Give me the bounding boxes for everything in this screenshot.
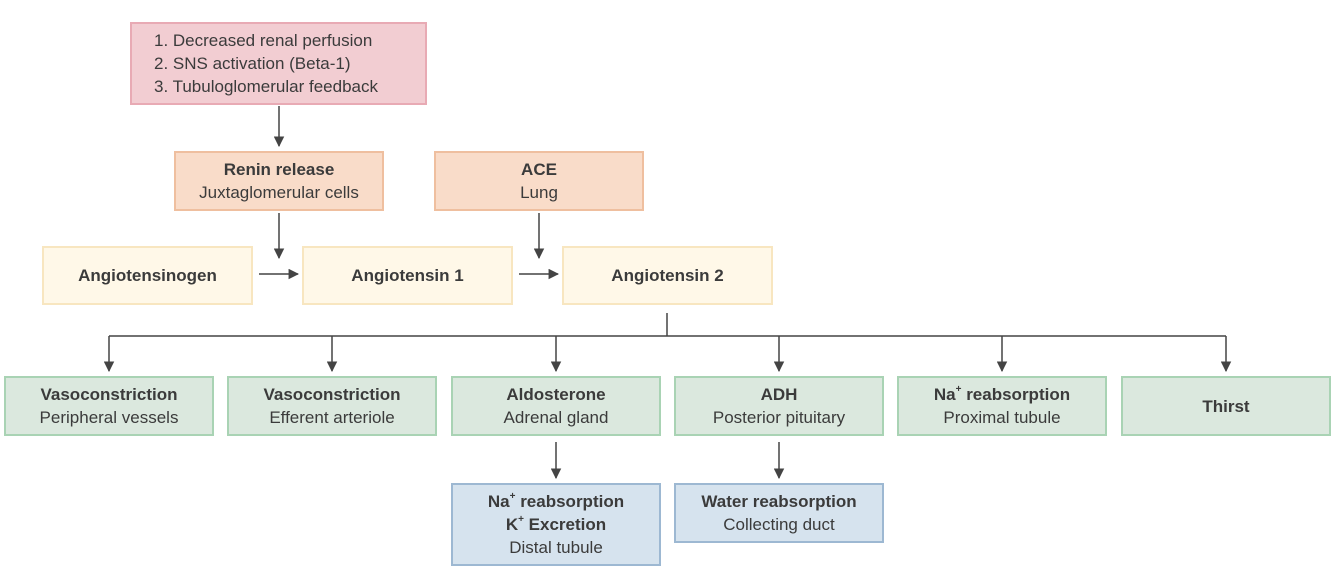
- aldosterone-box: Aldosterone Adrenal gland: [451, 376, 661, 436]
- angiotensin-2-label: Angiotensin 2: [611, 266, 724, 285]
- collecting-duct-box: Water reabsorption Collecting duct: [674, 483, 884, 543]
- vasoconstriction-efferent-title: Vasoconstriction: [263, 385, 401, 404]
- na-distal-line: Na+ reabsorption: [487, 491, 625, 511]
- distal-tubule-box: Na+ reabsorption K+ Excretion Distal tub…: [451, 483, 661, 566]
- renin-subtitle: Juxtaglomerular cells: [199, 183, 359, 202]
- angiotensin-1-label: Angiotensin 1: [351, 266, 464, 285]
- vasoconstriction-peripheral-subtitle: Peripheral vessels: [39, 408, 179, 427]
- na-reabsorption-proximal-box: Na+ reabsorption Proximal tubule: [897, 376, 1107, 436]
- thirst-box: Thirst: [1121, 376, 1331, 436]
- angiotensin-1-box: Angiotensin 1: [302, 246, 513, 305]
- renin-release-box: Renin release Juxtaglomerular cells: [174, 151, 384, 211]
- adh-box: ADH Posterior pituitary: [674, 376, 884, 436]
- trigger-item-1: 1. Decreased renal perfusion: [154, 31, 373, 50]
- ace-title: ACE: [521, 160, 557, 179]
- ace-subtitle: Lung: [520, 183, 558, 202]
- vasoconstriction-peripheral-box: Vasoconstriction Peripheral vessels: [4, 376, 214, 436]
- vasoconstriction-efferent-box: Vasoconstriction Efferent arteriole: [227, 376, 437, 436]
- distal-tubule-subtitle: Distal tubule: [509, 538, 603, 557]
- adh-subtitle: Posterior pituitary: [712, 408, 846, 427]
- aldosterone-title: Aldosterone: [506, 385, 606, 404]
- na-proximal-title: Na+ reabsorption: [933, 384, 1071, 404]
- adh-title: ADH: [760, 385, 798, 404]
- angiotensin-2-box: Angiotensin 2: [562, 246, 773, 305]
- trigger-item-3: 3. Tubuloglomerular feedback: [154, 77, 378, 96]
- k-excretion-line: K+ Excretion: [505, 514, 607, 534]
- renin-title: Renin release: [223, 160, 335, 179]
- trigger-item-2: 2. SNS activation (Beta-1): [154, 54, 351, 73]
- na-proximal-subtitle: Proximal tubule: [943, 408, 1061, 427]
- collecting-duct-subtitle: Collecting duct: [723, 515, 835, 534]
- angiotensinogen-box: Angiotensinogen: [42, 246, 253, 305]
- water-reabsorption-title: Water reabsorption: [701, 492, 857, 511]
- thirst-title: Thirst: [1202, 396, 1250, 416]
- trigger-box: 1. Decreased renal perfusion 2. SNS acti…: [130, 22, 427, 105]
- vasoconstriction-peripheral-title: Vasoconstriction: [40, 385, 178, 404]
- vasoconstriction-efferent-subtitle: Efferent arteriole: [269, 408, 395, 427]
- angiotensinogen-label: Angiotensinogen: [78, 266, 217, 285]
- aldosterone-subtitle: Adrenal gland: [503, 408, 609, 427]
- ace-box: ACE Lung: [434, 151, 644, 211]
